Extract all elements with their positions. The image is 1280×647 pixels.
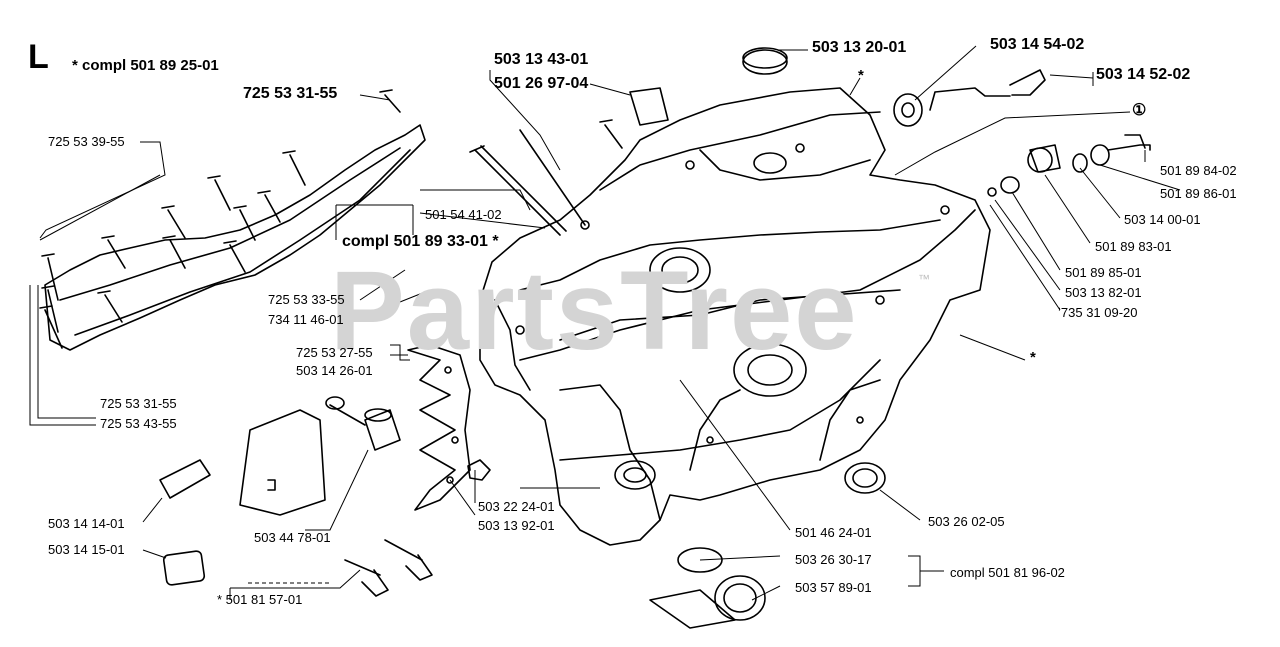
part-label-503-44-78-01[interactable]: 503 44 78-01 — [254, 530, 331, 545]
housing-front-face — [494, 299, 531, 391]
part-label-503-14-52-02[interactable]: 503 14 52-02 — [1096, 66, 1191, 83]
housing-top-ridge — [599, 111, 881, 191]
part-label-735-31-09-20[interactable]: ʼ735 31 09-20 — [1058, 305, 1138, 320]
crankcase-housing — [479, 87, 991, 546]
watermark-mark: ™ — [918, 272, 930, 286]
part-label-501-54-41-02[interactable]: 501 54 41-02 — [425, 207, 502, 222]
crank-bore-upper — [649, 247, 711, 293]
tank-cap — [844, 462, 886, 494]
part-label-503-57-89-01[interactable]: 503 57 89-01 — [795, 580, 872, 595]
part-label-compl-501-89-33-01[interactable]: compl 501 89 33-01 * — [342, 233, 499, 250]
housing-front-edge — [519, 219, 941, 291]
washer-a — [987, 187, 997, 197]
part-label-503-26-30-17[interactable]: 503 26 30-17 — [795, 552, 872, 567]
fitting — [1009, 69, 1046, 96]
grommet-lower — [162, 550, 206, 586]
part-label-503-13-43-01[interactable]: 503 13 43-01 — [494, 51, 589, 68]
part-label-503-14-00-01[interactable]: 503 14 00-01 — [1124, 212, 1201, 227]
bearing-cap — [742, 49, 788, 75]
seal-ring — [893, 93, 923, 127]
section-letter: L — [28, 38, 49, 76]
crank-rib-left — [689, 389, 741, 471]
part-label-501-26-97-04[interactable]: 501 26 97-04 — [494, 75, 589, 92]
washer-b — [1072, 153, 1088, 173]
part-label-503-13-20-01[interactable]: 503 13 20-01 — [812, 39, 907, 56]
plate-bolts — [39, 89, 623, 349]
tank-filler-opening — [614, 460, 656, 490]
part-label-501-89-83-01[interactable]: 501 89 83-01 — [1095, 239, 1172, 254]
pin-bolt — [1107, 144, 1151, 151]
bearing-sleeve — [629, 87, 669, 126]
screw-a — [344, 559, 381, 576]
oil-line — [929, 87, 1011, 111]
long-stud-2 — [519, 129, 586, 226]
part-label-725-53-27-55[interactable]: 725 53 27-55 — [296, 345, 373, 360]
part-label-725-53-43-55[interactable]: 725 53 43-55 — [100, 416, 177, 431]
part-label-503-22-24-01[interactable]: 503 22 24-01 — [478, 499, 555, 514]
cover-plate — [239, 409, 326, 516]
circled-one-marker: ① — [1132, 102, 1147, 119]
chain-guard-plate — [44, 124, 426, 351]
gasket-outline — [519, 209, 976, 361]
part-label-725-53-31-55-top[interactable]: 725 53 31-55 — [243, 85, 338, 102]
watermark: PartsTree — [330, 248, 859, 373]
part-label-503-14-14-01[interactable]: 503 14 14-01 — [48, 516, 125, 531]
star-mark-top: * — [858, 67, 864, 84]
housing-bottom — [559, 359, 881, 461]
part-label-503-14-15-01[interactable]: 503 14 15-01 — [48, 542, 125, 557]
part-label-503-26-02-05[interactable]: 503 26 02-05 — [928, 514, 1005, 529]
cam-piece — [1027, 147, 1053, 173]
part-label-725-53-39-55[interactable]: 725 53 39-55 — [48, 134, 125, 149]
part-label-503-14-26-01[interactable]: 503 14 26-01 — [296, 363, 373, 378]
part-label-501-89-86-01[interactable]: 501 89 86-01 — [1160, 186, 1237, 201]
tank-body — [559, 384, 661, 521]
part-label-compl-501-81-96-02[interactable]: compl 501 81 96-02 — [950, 565, 1065, 580]
spacer-sleeve — [364, 409, 401, 451]
star-mark-right: * — [1030, 349, 1036, 366]
o-ring — [677, 547, 723, 573]
part-label-503-13-82-01[interactable]: 503 13 82-01 — [1065, 285, 1142, 300]
crank-rib-right — [819, 379, 881, 461]
bushing-a — [1000, 176, 1020, 194]
bracket-27-55 — [390, 344, 410, 361]
part-label-734-11-46-01[interactable]: 734 11 46-01 — [268, 312, 344, 327]
long-stud — [474, 149, 561, 236]
oil-hole — [753, 152, 787, 174]
nut — [467, 459, 491, 481]
part-label-501-81-57-01[interactable]: * 501 81 57-01 — [217, 592, 303, 607]
part-label-503-13-92-01[interactable]: 503 13 92-01 — [478, 518, 555, 533]
crank-bore-lower — [733, 343, 807, 397]
bushing-b — [1090, 144, 1110, 166]
part-label-501-89-84-02[interactable]: 501 89 84-02 — [1160, 163, 1237, 178]
part-label-725-53-33-55[interactable]: 725 53 33-55 — [268, 292, 345, 307]
bumper-spike — [407, 344, 471, 511]
screw-b — [384, 539, 423, 561]
part-label-725-53-31-55-bottom[interactable]: 725 53 31-55 — [100, 396, 177, 411]
part-label-501-89-85-01[interactable]: 501 89 85-01 — [1065, 265, 1142, 280]
spacer-bolt — [329, 404, 366, 426]
part-label-503-14-54-02[interactable]: 503 14 54-02 — [990, 36, 1085, 53]
part-label-501-46-24-01[interactable]: 501 46 24-01 — [795, 525, 872, 540]
housing-lower-step — [559, 289, 901, 341]
section-assembly-label: * compl 501 89 25-01 — [72, 57, 219, 74]
filler-cap — [714, 575, 766, 621]
bracket-39-55 — [39, 174, 161, 241]
grommet-upper — [159, 459, 211, 499]
cap-strap — [649, 589, 736, 629]
housing-tank-wall — [699, 149, 871, 181]
